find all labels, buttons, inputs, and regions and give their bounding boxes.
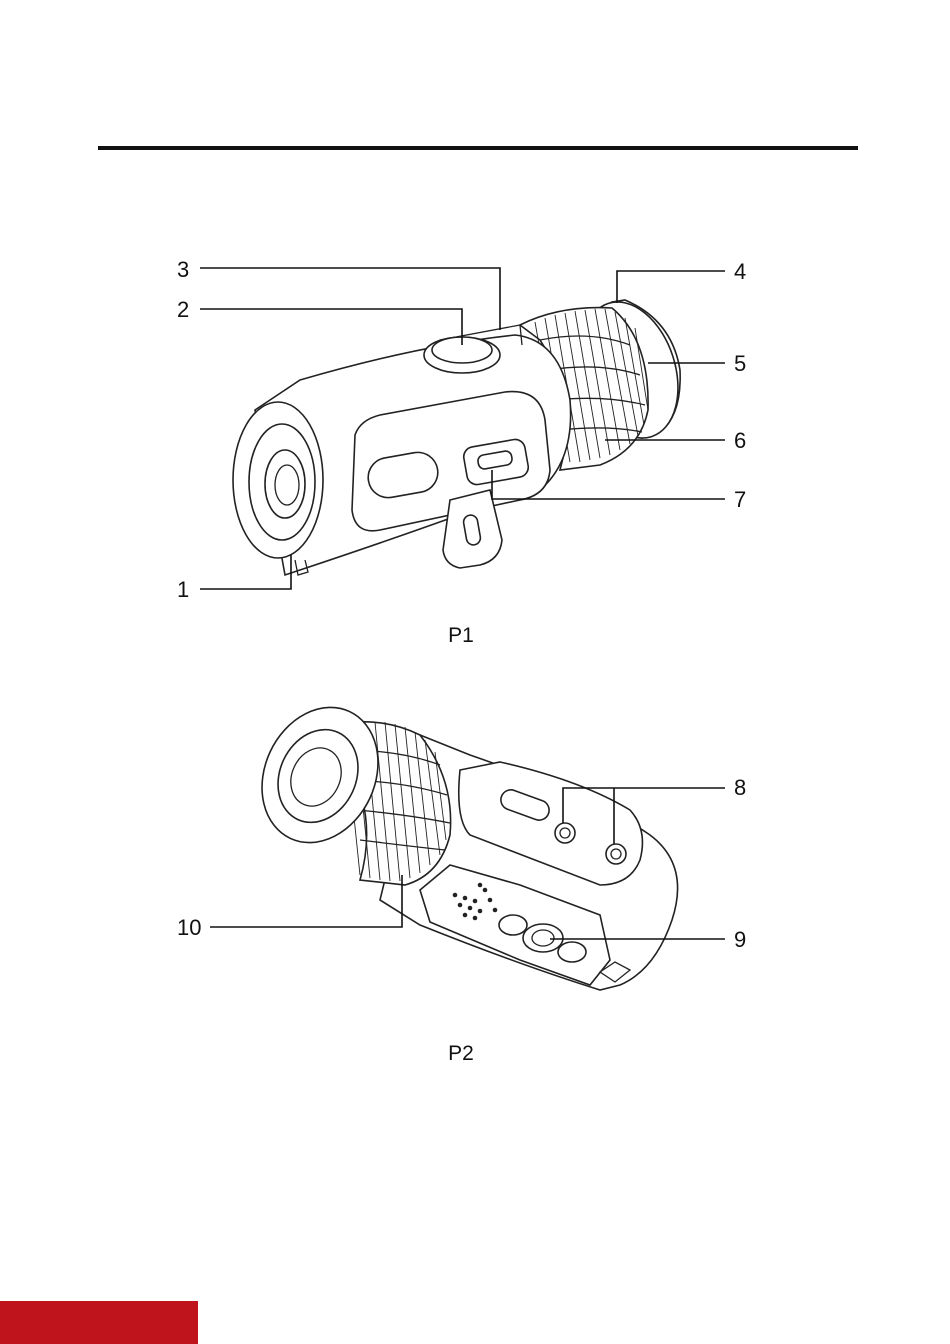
callout-10: 10 <box>177 916 201 940</box>
leader-line-10 <box>210 875 402 927</box>
callout-3: 3 <box>177 258 189 282</box>
callout-6: 6 <box>734 429 746 453</box>
figure-caption-p2: P2 <box>421 1042 501 1066</box>
callout-5: 5 <box>734 352 746 376</box>
callout-9: 9 <box>734 928 746 952</box>
callout-8: 8 <box>734 776 746 800</box>
leader-line-3 <box>200 268 500 330</box>
callout-1: 1 <box>177 578 189 602</box>
callout-4: 4 <box>734 260 746 284</box>
leader-line-4 <box>617 271 725 303</box>
leader-line-2 <box>200 309 462 345</box>
figure-p1: 1 2 3 4 5 6 7 P1 <box>0 0 950 660</box>
callout-2: 2 <box>177 298 189 322</box>
figure-p2: 8 9 10 P2 <box>0 660 950 1080</box>
callout-7: 7 <box>734 488 746 512</box>
monocular-bottom-view-drawing <box>0 660 950 1080</box>
monocular-side-view-drawing <box>0 0 950 660</box>
footer-accent-bar <box>0 1301 198 1344</box>
figure-caption-p1: P1 <box>421 624 501 648</box>
leader-line-1 <box>200 555 291 589</box>
